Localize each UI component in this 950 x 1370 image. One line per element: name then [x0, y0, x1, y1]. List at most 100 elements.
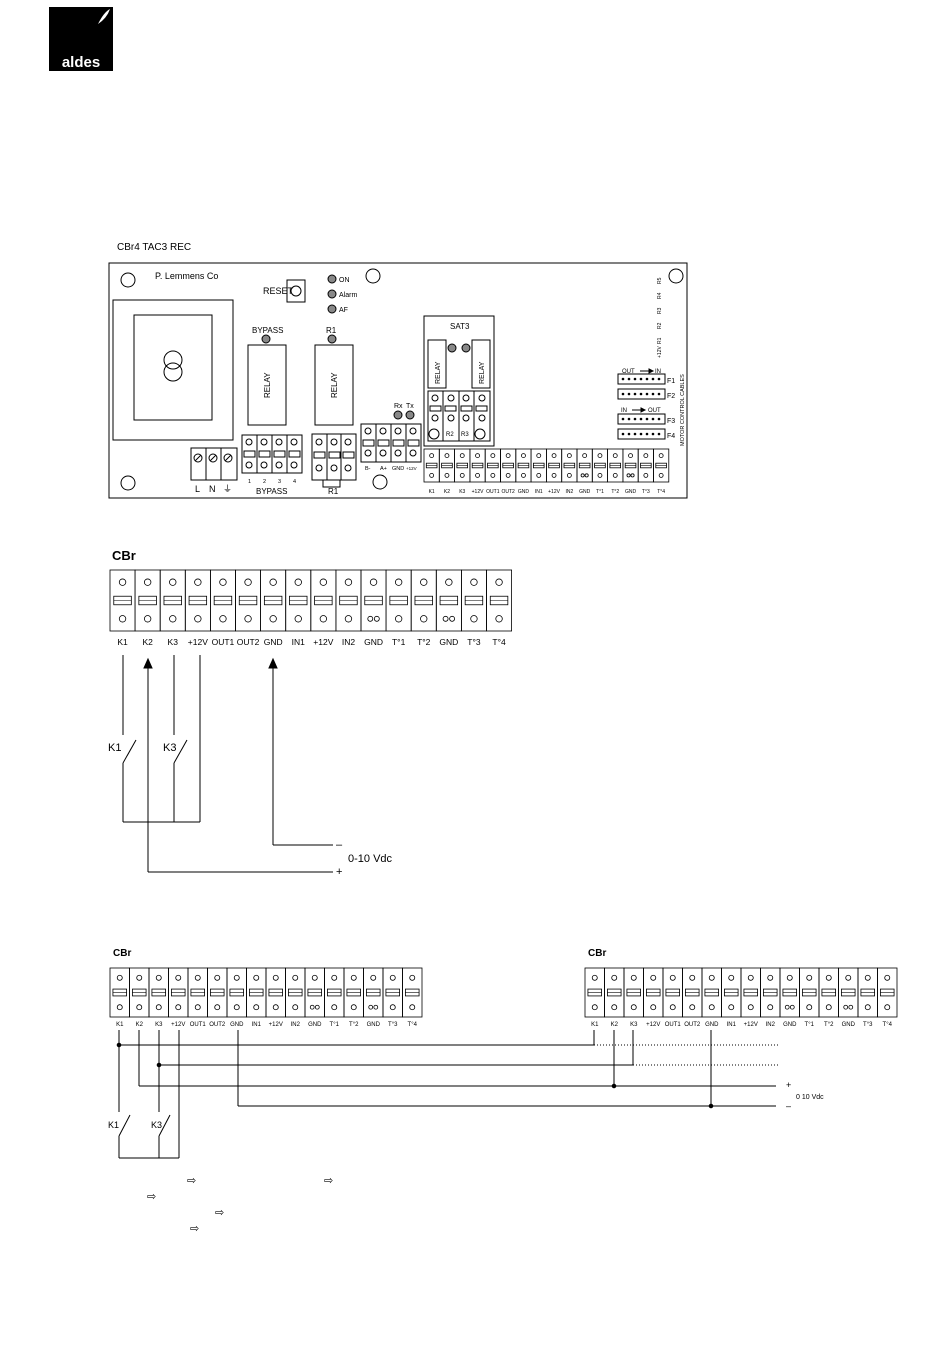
terminal-4: OUT1 [209, 569, 236, 647]
bypass-num-4: 4 [293, 479, 296, 485]
terminal-label: T°3 [388, 1022, 398, 1028]
terminal-11: T°1 [799, 967, 820, 1028]
terminal-3: +12V [643, 967, 664, 1028]
terminal-12: T°2 [410, 569, 437, 647]
led-alarm-label: Alarm [339, 292, 357, 299]
terminal-label: +12V [548, 489, 560, 495]
led-af-label: AF [339, 307, 348, 314]
terminal-11: T°1 [324, 967, 345, 1028]
terminal-7: IN1 [721, 967, 742, 1028]
diagram2-right-title: CBr [588, 948, 606, 959]
conn-in2-label: IN [621, 408, 627, 414]
terminal-5: OUT2 [207, 967, 228, 1028]
arrow-icon: ⇨ [187, 1175, 196, 1187]
terminal-0: K1 [584, 967, 605, 1028]
terminal-label: T°1 [805, 1022, 815, 1028]
diagram2-wiring [116, 1030, 778, 1159]
terminal-label: K1 [117, 637, 128, 647]
terminal-11: T°1 [385, 569, 412, 647]
terminal-1: K2 [129, 967, 150, 1028]
terminal-label: OUT1 [665, 1022, 682, 1028]
terminal-label: GND [308, 1022, 322, 1028]
terminal-15: T°4 [402, 967, 423, 1028]
terminal-label: K1 [116, 1022, 124, 1028]
terminal-label: OUT2 [684, 1022, 701, 1028]
terminal-3: +12V [469, 448, 486, 495]
terminal-8: +12V [310, 569, 337, 647]
terminal-label: T°2 [611, 489, 619, 495]
terminal-label: +12V [744, 1022, 758, 1028]
diagram1-k1-label: K1 [108, 742, 121, 754]
terminal-9: IN2 [760, 967, 781, 1028]
terminal-label: GND [518, 489, 530, 495]
bus-gnd-label: GND [392, 466, 404, 472]
terminal-13: GND [435, 569, 462, 647]
terminal-2: K3 [148, 967, 169, 1028]
terminal-label: IN2 [291, 1022, 301, 1028]
terminal-5: OUT2 [682, 967, 703, 1028]
board-maker: P. Lemmens Co [155, 271, 218, 281]
control-board [108, 262, 688, 499]
terminal-15: T°4 [653, 448, 670, 495]
terminal-label: IN2 [342, 637, 356, 647]
terminal-label: OUT1 [486, 489, 500, 495]
terminal-0: K1 [109, 569, 136, 647]
terminal-11: T°1 [591, 448, 608, 495]
terminal-label: T°3 [863, 1022, 873, 1028]
f1-label: F1 [667, 378, 675, 385]
terminal-label: T°2 [824, 1022, 834, 1028]
terminal-label: IN2 [565, 489, 573, 495]
terminal-2: K3 [159, 569, 186, 647]
led-on-label: ON [339, 277, 350, 284]
terminal-12: T°2 [818, 967, 839, 1028]
terminal-label: IN1 [252, 1022, 262, 1028]
terminal-14: T°3 [637, 448, 654, 495]
terminal-13: GND [838, 967, 859, 1028]
terminal-label: GND [625, 489, 637, 495]
terminal-12: T°2 [607, 448, 624, 495]
diagram2-left-title: CBr [113, 948, 131, 959]
f4-label: F4 [667, 433, 675, 440]
terminal-13: GND [622, 448, 639, 495]
terminal-3: +12V [184, 569, 211, 647]
sat3-label: SAT3 [450, 322, 470, 331]
sat3-relay-right: RELAY [479, 361, 486, 384]
terminal-label: +12V [646, 1022, 660, 1028]
terminal-12: T°2 [343, 967, 364, 1028]
terminal-label: GND [783, 1022, 797, 1028]
logo-text: aldes [62, 54, 100, 71]
diagram1-minus: – [336, 839, 343, 851]
diagram1-title: CBr [112, 548, 136, 563]
r1-relay-text: RELAY [330, 372, 339, 398]
terminal-label: T°1 [392, 637, 406, 647]
terminal-label: OUT2 [209, 1022, 226, 1028]
terminal-label: OUT1 [190, 1022, 207, 1028]
diagram1-wiring [121, 655, 333, 873]
terminal-label: IN1 [727, 1022, 737, 1028]
reset-label: RESET [263, 286, 294, 296]
terminal-8: +12V [546, 448, 563, 495]
terminal-2: K3 [454, 448, 471, 495]
terminal-label: IN2 [766, 1022, 776, 1028]
conn-out2-label: OUT [648, 408, 661, 414]
terminal-6: GND [226, 967, 247, 1028]
terminal-label: K1 [591, 1022, 599, 1028]
terminal-label: K2 [136, 1022, 144, 1028]
terminal-label: OUT1 [212, 637, 235, 647]
f3-label: F3 [667, 418, 675, 425]
bypass-num-3: 3 [278, 479, 281, 485]
terminal-label: T°2 [349, 1022, 359, 1028]
terminal-label: +12V [472, 489, 484, 495]
terminal-label: T°4 [657, 489, 665, 495]
side-r2: R2 [657, 322, 663, 329]
terminal-label: T°4 [492, 637, 506, 647]
terminal-14: T°3 [460, 569, 487, 647]
terminal-label: GND [230, 1022, 244, 1028]
terminal-label: GND [705, 1022, 719, 1028]
terminal-label: T°2 [417, 637, 431, 647]
diagram2-k1-label: K1 [108, 1120, 119, 1130]
arrow-icon: ⇨ [324, 1175, 333, 1187]
